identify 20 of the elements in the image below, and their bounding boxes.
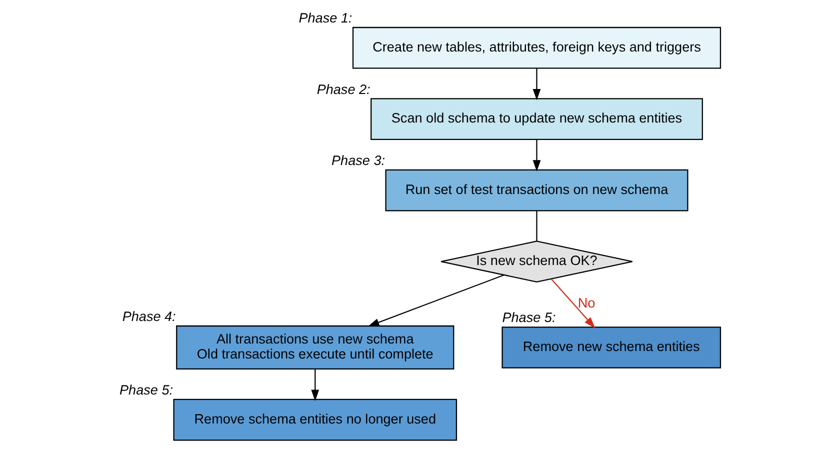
- node-label: Phase 5:: [502, 310, 556, 326]
- node-box: Remove schema entities no longer used: [173, 398, 458, 441]
- arrow: [551, 278, 596, 328]
- node-box: Create new tables, attributes, foreign keys and triggers: [352, 26, 722, 69]
- node-box: Scan old schema to update new schema entities: [370, 98, 703, 140]
- node-box: All transactions use new schema Old transactions execute until complete: [176, 325, 454, 370]
- node-box: Remove new schema entities: [502, 326, 722, 368]
- node-label: Phase 3:: [332, 152, 386, 168]
- arrow: [311, 369, 320, 402]
- arrow: [368, 274, 504, 326]
- edge-label: No: [578, 295, 596, 310]
- connector: [536, 211, 538, 242]
- node-diamond: Is new schema OK?: [440, 240, 633, 282]
- arrow: [532, 140, 541, 172]
- node-label: Phase 1:: [298, 10, 352, 26]
- node-label: Phase 5:: [120, 382, 174, 398]
- arrow: [532, 68, 541, 100]
- node-box: Run set of test transactions on new schema: [385, 169, 688, 212]
- node-label: Phase 4:: [122, 309, 176, 324]
- node-label: Phase 2:: [316, 82, 370, 97]
